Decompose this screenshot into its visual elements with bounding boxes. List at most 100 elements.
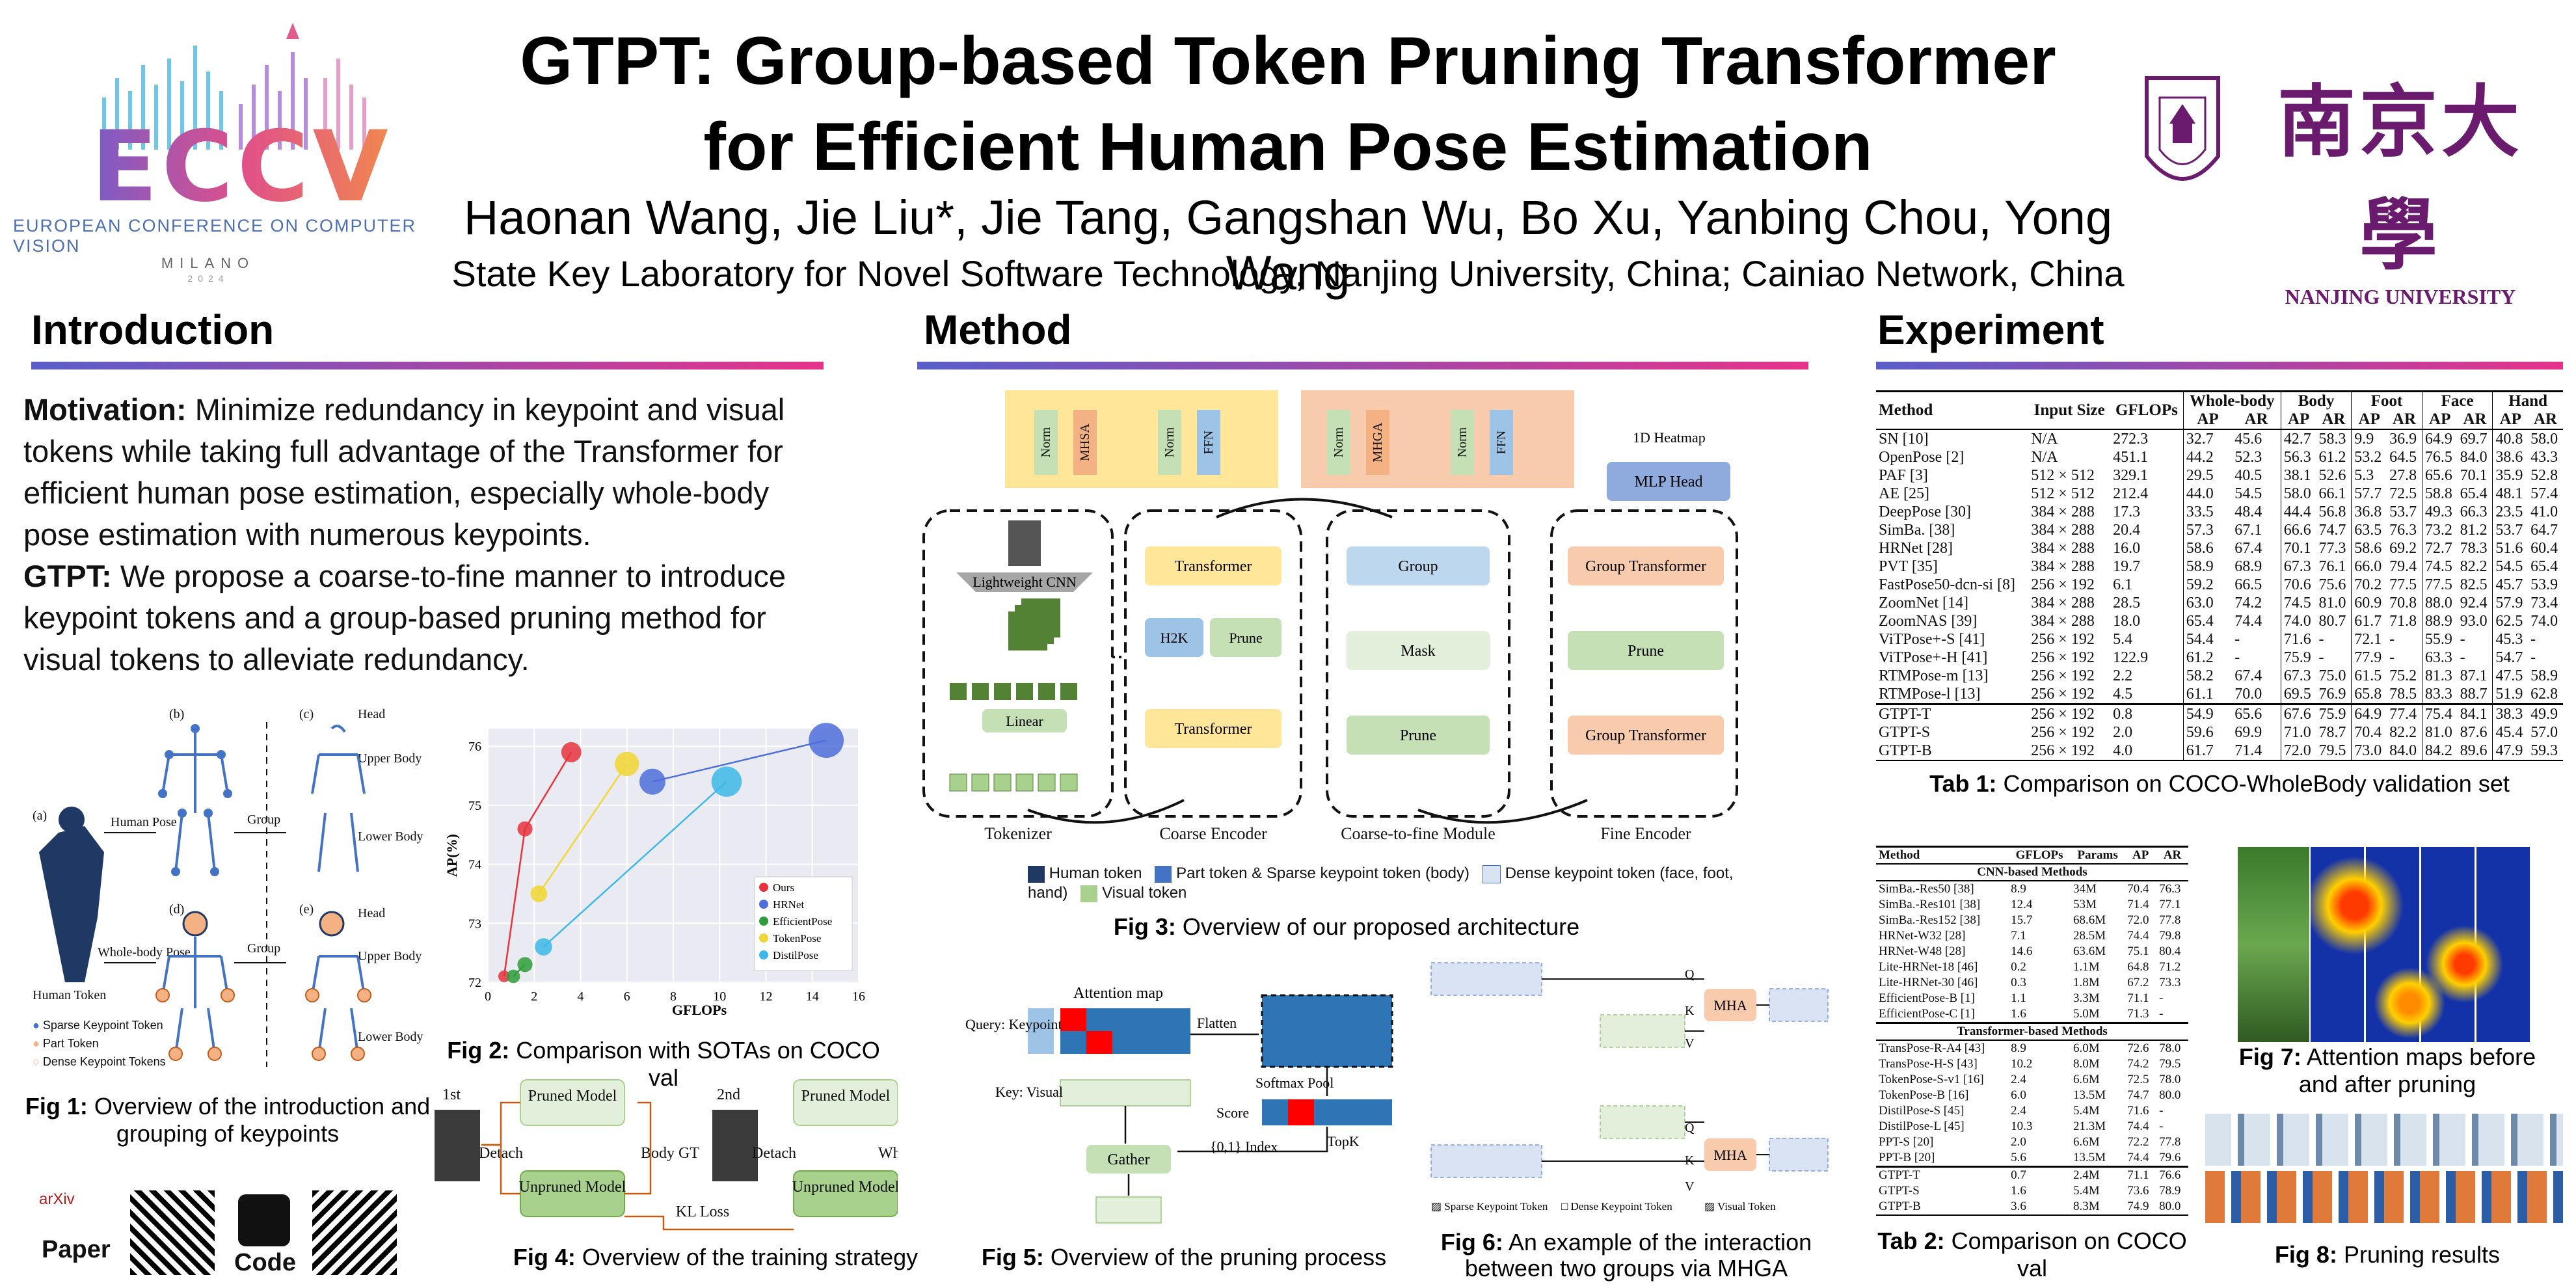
fig3-h2k-box	[1145, 618, 1203, 657]
fig3-group-transformer-2: Group Transformer	[1585, 727, 1706, 744]
fig2-legend-label: HRNet	[773, 898, 804, 911]
paper-qr-code[interactable]	[130, 1190, 215, 1275]
table-cell: 71.1	[2127, 1168, 2149, 1182]
fig6-legend-visual: ▨ Visual Token	[1704, 1200, 1776, 1213]
fig2-point	[506, 969, 520, 984]
title-line-1: GTPT: Group-based Token Pruning Transfor…	[520, 23, 2056, 99]
fig2-legend-box	[754, 876, 853, 971]
table-cell: 61.1	[2182, 685, 2233, 704]
eccv-wordmark: ECCV	[91, 111, 392, 224]
fig4-training-strategy-diagram: 1st 2nd Pruned Model Unpruned Model Prun…	[435, 1079, 898, 1231]
table-cell: 75.9	[2318, 706, 2346, 723]
fig2-xtick-label: 6	[624, 989, 630, 1004]
fig3-coarse: Coarse Encoder	[1159, 824, 1267, 843]
section-title-method: Method	[924, 306, 1072, 353]
table-cell: 70.6	[2280, 576, 2316, 594]
fig3-architecture-diagram: Norm MHSA Norm FFN Norm MHGA Norm FFN Li…	[922, 390, 1738, 843]
fig1-group-label: Group	[247, 812, 280, 827]
table-cell: 65.6	[2421, 466, 2458, 485]
fig2-ytick-label: 76	[468, 740, 481, 754]
fig2-point	[530, 885, 548, 902]
table-cell: 48.4	[2234, 503, 2262, 520]
fig6-v-1: V	[1685, 1036, 1695, 1051]
table-cell: 44.2	[2182, 448, 2233, 466]
tab1-caption: Tab 1: Comparison on COCO-WholeBody vali…	[1929, 770, 2510, 797]
table-cell: 71.3	[2127, 1007, 2149, 1021]
table-cell: 61.5	[2351, 667, 2387, 685]
fig4-unpruned-text-2: Unpruned Model	[792, 1179, 898, 1196]
table-cell: 67.2	[2127, 976, 2149, 989]
fig5-gather-label: Gather	[1107, 1151, 1149, 1168]
fig3-transformer-box-2	[1145, 709, 1281, 748]
fig3-group-transformer-1: Group Transformer	[1585, 558, 1706, 575]
fig2-legend-swatch	[759, 900, 768, 909]
table-cell: 49.3	[2421, 503, 2458, 521]
table-cell: 61.2	[2318, 449, 2346, 466]
table-cell: 13.5M	[2073, 1151, 2106, 1164]
table-cell: 5.3	[2351, 466, 2387, 485]
fig2-xtick-label: 12	[760, 989, 773, 1004]
fig1-group-label-2: Group	[247, 941, 280, 956]
table-cell: 4.5	[2113, 686, 2133, 703]
table-cell: 8.9	[2011, 882, 2026, 896]
tab2-header-method: Method	[1879, 848, 1920, 862]
fig5-key-label: Key: Visual	[995, 1084, 1063, 1100]
table-cell: 68.6M	[2073, 913, 2106, 927]
fig4-kl-loss: KL Loss	[676, 1203, 729, 1220]
tab1-header-wholebody: Whole-body	[2182, 391, 2281, 410]
fig1-skeleton-wholebody	[161, 937, 366, 1054]
poster-title: GTPT: Group-based Token Pruning Transfor…	[455, 18, 2121, 190]
table-cell: 212.4	[2113, 485, 2149, 502]
table-cell: 77.5	[2421, 576, 2458, 594]
fig5-score-label: Score	[1216, 1105, 1249, 1121]
table-cell: 53.7	[2389, 503, 2417, 520]
fig1-wholebody-pose-label: Whole-body Pose	[98, 945, 191, 959]
table-cell: 58.9	[2530, 667, 2558, 684]
fig3-mhga: MHGA	[1371, 422, 1385, 463]
table-cell: -	[2159, 991, 2164, 1005]
table-cell: 56.3	[2280, 448, 2316, 466]
table-cell: 2.4	[2011, 1104, 2026, 1118]
table-cell: 2.0	[2011, 1135, 2026, 1149]
table-cell: HRNet-W48 [28]	[1879, 945, 1966, 958]
code-qr-code[interactable]	[312, 1190, 397, 1275]
fig5-attention-map	[1060, 1008, 1190, 1054]
table-cell: 512 × 512	[2031, 467, 2095, 484]
fig6-q-1: Q	[1685, 967, 1695, 982]
fig4-unpruned-text-1: Unpruned Model	[519, 1179, 626, 1196]
table-cell: 65.4	[2182, 612, 2233, 630]
table-cell: 28.5	[2113, 595, 2141, 611]
fig3-legend-visual: Visual token	[1102, 884, 1187, 902]
table-cell: -	[2234, 631, 2240, 648]
fig6-v-2: V	[1685, 1179, 1695, 1194]
table-cell: 67.6	[2280, 704, 2316, 723]
table-cell: 38.1	[2280, 466, 2316, 485]
table-cell: 75.1	[2127, 945, 2149, 958]
table-cell: 65.6	[2234, 706, 2262, 723]
table-cell: 14.6	[2011, 945, 2033, 958]
table-cell: 53M	[2073, 898, 2097, 911]
fig3-fine: Fine Encoder	[1600, 824, 1691, 843]
fig7-caption: Fig 7: Attention maps before and after p…	[2238, 1043, 2536, 1097]
code-label: Code	[234, 1249, 296, 1276]
table-cell: 5.4M	[2073, 1184, 2100, 1198]
tab1-header-body: Body	[2280, 391, 2352, 410]
table-cell: 59.6	[2182, 723, 2233, 742]
tab1-header-method: Method	[1879, 401, 1933, 419]
table-cell: TokenPose-B [16]	[1879, 1088, 1969, 1102]
table-cell: -	[2460, 649, 2465, 666]
fig3-group-transformer-box-1	[1568, 546, 1724, 585]
table-cell: 68.9	[2234, 558, 2262, 575]
table-cell: 74.2	[2234, 595, 2262, 611]
table-cell: 71.6	[2280, 630, 2316, 649]
table-cell: 256 × 192	[2031, 706, 2095, 723]
table-cell: 73.6	[2127, 1184, 2149, 1198]
fig2-xtick-label: 16	[852, 989, 865, 1004]
